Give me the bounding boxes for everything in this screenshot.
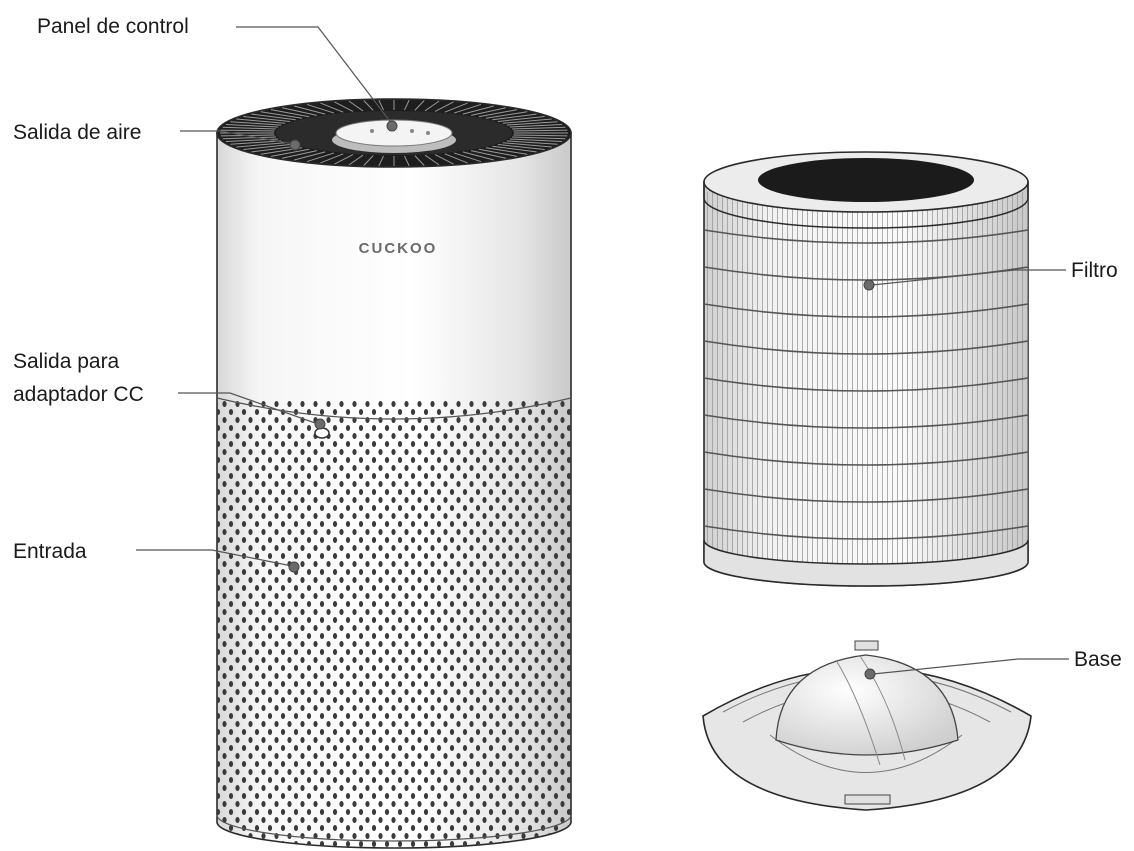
dc-port (315, 428, 329, 438)
purifier-body: CUCKOO (217, 99, 571, 851)
label-inlet: Entrada (13, 540, 87, 563)
label-dc-outlet-line2: adaptador CC (13, 383, 144, 406)
label-dc-outlet-line1: Salida para (13, 350, 120, 373)
label-air-outlet: Salida de aire (13, 121, 141, 144)
label-control-panel: Panel de control (37, 15, 189, 38)
label-base: Base (1074, 648, 1122, 671)
brand-logo: CUCKOO (359, 240, 438, 257)
base-part (703, 641, 1031, 810)
air-inlet-mesh (217, 400, 571, 851)
filter-cartridge (704, 152, 1028, 592)
label-filter: Filtro (1071, 259, 1118, 282)
